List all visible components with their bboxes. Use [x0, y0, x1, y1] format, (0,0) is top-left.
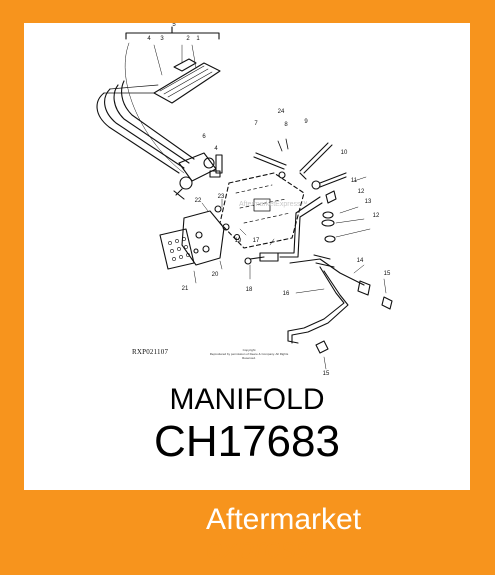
callout: 15	[384, 271, 391, 277]
callout: 21	[182, 286, 189, 292]
callout: 18	[246, 287, 253, 293]
callout: 17	[253, 238, 260, 244]
callout: 10	[341, 150, 348, 156]
callout: 22	[195, 198, 202, 204]
callout: 12	[358, 189, 365, 195]
callout: 6	[202, 134, 206, 140]
callout: 11	[351, 178, 358, 184]
callout: 19	[235, 238, 242, 244]
callout: 4	[147, 36, 151, 42]
callout: 14	[357, 258, 364, 264]
hexagon-speed-icon	[112, 511, 196, 553]
callout-numbers: 5 4 3 2 1 24 7 8 9 6 4 10 11 12 13 12 22…	[147, 23, 391, 377]
callout: 2	[186, 36, 190, 42]
callout: 16	[283, 291, 290, 297]
watermark: AftermarketExpress™	[239, 201, 308, 208]
parts-exploded-diagram: 5 4 3 2 1 24 7 8 9 6 4 10 11 12 13 12 22…	[96, 23, 393, 377]
callout: 13	[365, 199, 372, 205]
callout: 5	[172, 23, 176, 28]
brand-name-line1: Aftermarket	[206, 503, 362, 536]
part-number: CH17683	[154, 417, 340, 466]
copyright-line: Reproduced by permission of Deere & Comp…	[209, 352, 289, 360]
diagram-reference-code: RXP021107	[132, 348, 169, 356]
part-name: MANIFOLD	[169, 383, 325, 416]
callout: 15	[323, 371, 330, 377]
callout: 4	[214, 146, 218, 152]
product-card: 5 4 3 2 1 24 7 8 9 6 4 10 11 12 13 12 22…	[24, 23, 470, 490]
brand-name-line2: express	[206, 532, 312, 565]
copyright-notice: Copyright Reproduced by permission of De…	[204, 348, 294, 360]
callout: 20	[212, 272, 219, 278]
callout: 1	[196, 36, 200, 42]
callout: 23	[218, 194, 225, 200]
callout: 12	[373, 213, 380, 219]
callout: 3	[160, 36, 164, 42]
callout: 24	[278, 109, 285, 115]
copyright-line: Copyright	[242, 348, 256, 352]
callout: 9	[304, 119, 308, 125]
callout: 8	[284, 122, 288, 128]
callout: 7	[254, 121, 258, 127]
